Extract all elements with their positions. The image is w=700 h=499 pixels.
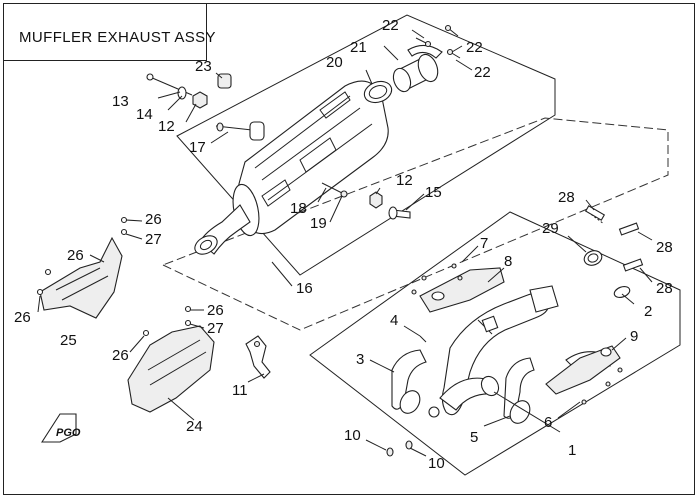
callout-22: 22 [466,39,483,56]
exhaust-header-pipe [439,285,613,416]
logo-text: PGO [56,427,81,439]
top-fasteners [146,73,232,109]
front-heat-shield [127,305,215,413]
rear-heat-shield [36,216,128,319]
callout-25: 25 [60,332,77,349]
callout-29: 29 [542,220,559,237]
callout-28: 28 [656,280,673,297]
leader-lines [37,29,653,457]
tailpipe-parts [363,24,461,104]
callout-3: 3 [356,351,364,368]
callout-21: 21 [350,39,367,56]
callout-18: 18 [290,200,307,217]
callout-11: 11 [232,382,248,399]
callout-7: 7 [480,235,488,252]
callout-26: 26 [207,302,224,319]
callout-13: 13 [112,93,129,110]
diagram-title: MUFFLER EXHAUST ASSY [19,29,216,46]
header-heat-shield-upper [411,263,505,313]
callout-15: 15 [425,184,442,201]
callout-27: 27 [145,231,162,248]
header-pipe-group-outline [309,211,681,476]
callout-20: 20 [326,54,343,71]
callout-10: 10 [428,455,445,472]
muffler-body [194,80,389,255]
header-heat-shield-lower [545,345,623,405]
callout-5: 5 [470,429,478,446]
title-block: MUFFLER EXHAUST ASSY [3,3,216,61]
callout-12: 12 [158,118,175,135]
brand-logo: PGO [40,413,81,443]
spring-and-gasket-parts [583,205,644,298]
callout-26: 26 [145,211,162,228]
callout-4: 4 [390,312,398,329]
callout-22: 22 [382,17,399,34]
callout-labels: 22 22 22 21 20 23 13 14 12 17 12 15 18 1… [14,17,673,472]
drawing-frame [3,3,695,495]
callout-9: 9 [630,328,638,345]
callout-26: 26 [67,247,84,264]
oxygen-sensor [245,335,271,379]
callout-16: 16 [296,280,313,297]
callout-17: 17 [189,139,206,156]
mount-fasteners [321,182,411,220]
callout-26: 26 [14,309,31,326]
muffler-group-outline [176,14,556,276]
callout-26: 26 [112,347,129,364]
callout-2: 2 [644,303,652,320]
callout-28: 28 [558,189,575,206]
callout-28: 28 [656,239,673,256]
exhaust-clamp [215,121,265,141]
callout-22: 22 [474,64,491,81]
callout-24: 24 [186,418,203,435]
pipe-section-3 [391,335,440,418]
callout-6: 6 [544,414,552,431]
callout-12: 12 [396,172,413,189]
small-fasteners [386,440,413,457]
callout-27: 27 [207,320,224,337]
callout-19: 19 [310,215,327,232]
callout-14: 14 [136,106,153,123]
callout-8: 8 [504,253,512,270]
callout-10: 10 [344,427,361,444]
callout-23: 23 [195,58,212,75]
muffler-subgroup-outline [161,117,669,331]
callout-1: 1 [568,442,576,459]
